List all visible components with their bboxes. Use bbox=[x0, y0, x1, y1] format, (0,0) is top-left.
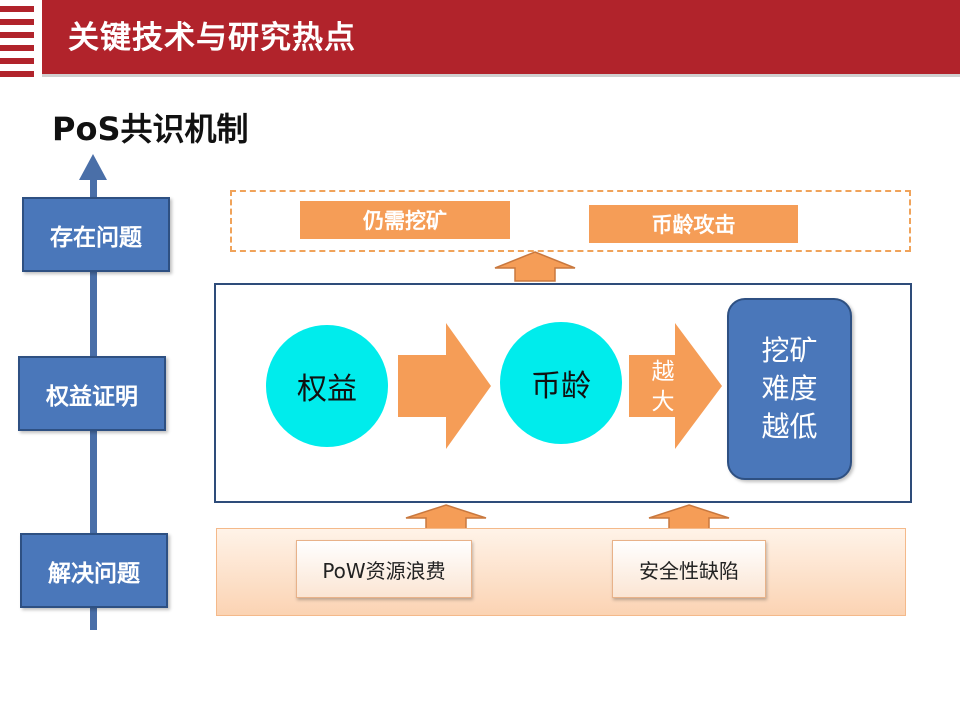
pow-waste-box: PoW资源浪费 bbox=[296, 540, 472, 598]
right-arrow-2-icon bbox=[629, 323, 722, 449]
header-divider bbox=[42, 74, 960, 77]
stake-circle: 权益 bbox=[266, 325, 388, 447]
header-stripe bbox=[0, 71, 34, 77]
slide-title: 关键技术与研究热点 bbox=[68, 20, 356, 56]
larger-label: 越大 bbox=[651, 359, 675, 415]
right-arrow-1-icon bbox=[398, 323, 491, 449]
axis-arrow-up-icon bbox=[79, 154, 107, 180]
header-stripe bbox=[0, 19, 34, 25]
up-arrow-bottom-left-icon bbox=[405, 504, 487, 531]
solved-problems-box: 解决问题 bbox=[20, 533, 168, 608]
header-stripe bbox=[0, 6, 34, 12]
problem-still-mining: 仍需挖矿 bbox=[300, 201, 510, 239]
header-stripe bbox=[0, 45, 34, 51]
existing-problems-box: 存在问题 bbox=[22, 197, 170, 272]
header-stripe bbox=[0, 58, 34, 64]
header-stripe bbox=[0, 32, 34, 38]
problem-coin-age-attack: 币龄攻击 bbox=[589, 205, 798, 243]
mining-difficulty-text: 挖矿难度越低 bbox=[761, 334, 818, 443]
security-flaw-box: 安全性缺陷 bbox=[612, 540, 766, 598]
coin-age-circle: 币龄 bbox=[500, 322, 622, 444]
section-title: PoS共识机制 bbox=[52, 110, 249, 148]
header-bar bbox=[42, 0, 960, 74]
mining-difficulty-box: 挖矿难度越低 bbox=[727, 298, 852, 480]
up-arrow-top-icon bbox=[494, 251, 576, 282]
up-arrow-bottom-right-icon bbox=[648, 504, 730, 531]
proof-of-stake-box: 权益证明 bbox=[18, 356, 166, 431]
